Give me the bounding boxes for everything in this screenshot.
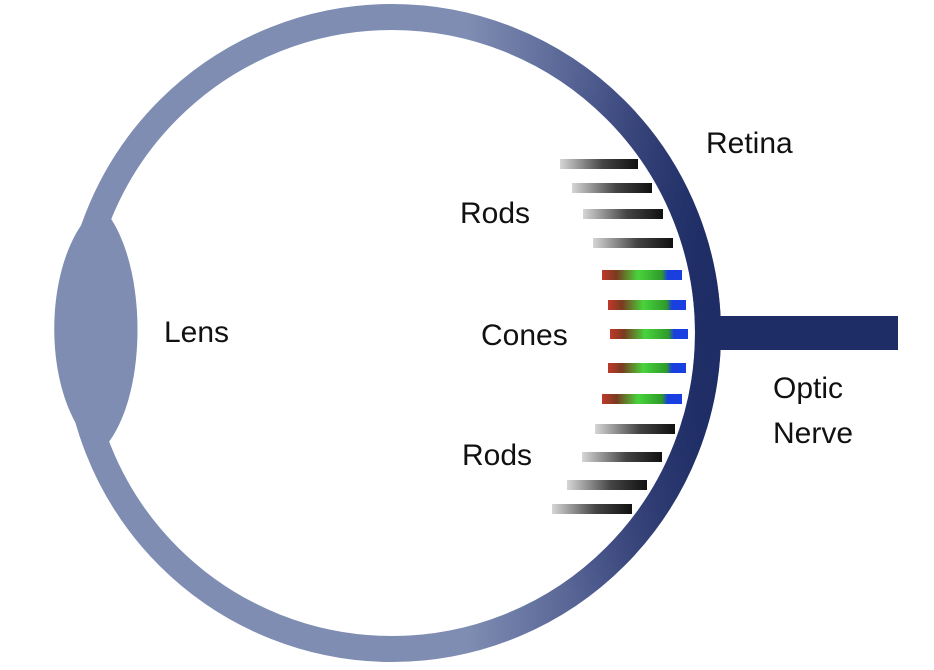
cone xyxy=(610,329,688,339)
rod xyxy=(567,480,647,490)
rod xyxy=(572,183,652,193)
rods-bottom-group xyxy=(552,424,675,514)
rods-top-label: Rods xyxy=(460,197,530,230)
cone xyxy=(608,300,686,310)
rod xyxy=(595,424,675,434)
cones-group xyxy=(602,270,688,404)
rods-bottom-label: Rods xyxy=(462,439,532,472)
cone xyxy=(602,270,682,280)
cones-label: Cones xyxy=(481,319,568,352)
rod xyxy=(582,452,662,462)
nerve-label: Nerve xyxy=(773,417,853,450)
cone xyxy=(608,363,686,373)
optic-nerve xyxy=(700,316,898,350)
rod xyxy=(560,159,638,169)
retina-label: Retina xyxy=(706,127,793,160)
lens-label: Lens xyxy=(164,316,229,349)
rod xyxy=(583,209,663,219)
rod xyxy=(593,238,673,248)
optic-label: Optic xyxy=(773,372,843,405)
rods-top-group xyxy=(560,159,673,248)
cone xyxy=(602,394,682,404)
rod xyxy=(552,504,632,514)
